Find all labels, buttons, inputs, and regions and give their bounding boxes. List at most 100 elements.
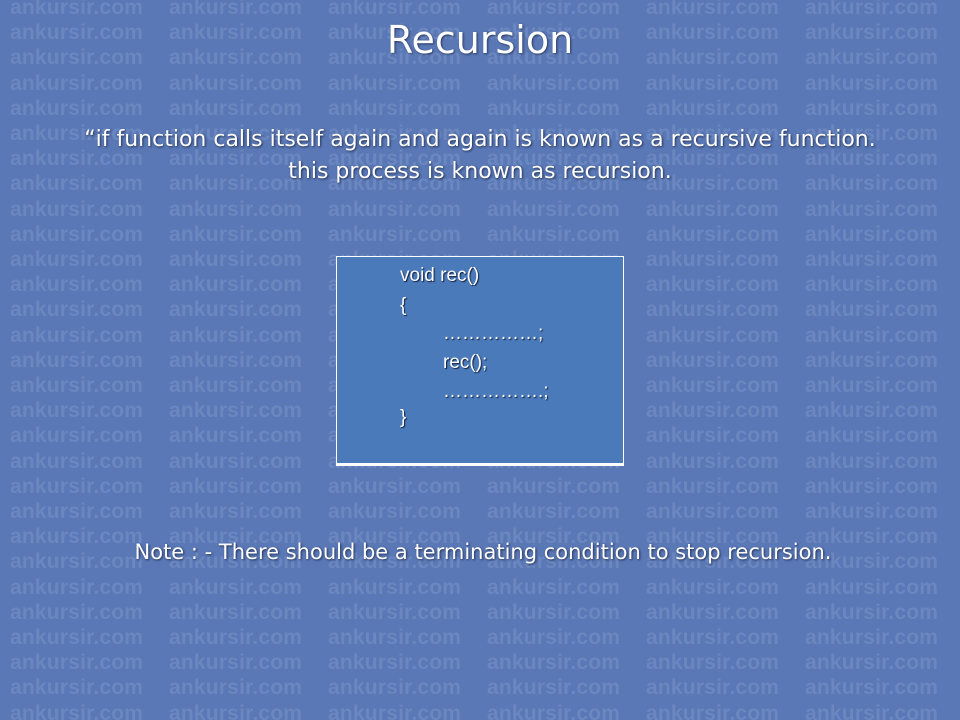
- watermark-text: ankursir.com: [10, 71, 144, 95]
- watermark-text: ankursir.com: [646, 424, 780, 448]
- watermark-text: ankursir.com: [169, 651, 303, 675]
- watermark-text: ankursir.com: [10, 197, 144, 221]
- code-line-after: …………….;: [443, 381, 549, 402]
- watermark-text: ankursir.com: [646, 71, 780, 95]
- watermark-text: ankursir.com: [328, 676, 462, 700]
- watermark-text: ankursir.com: [328, 701, 462, 720]
- code-open-brace: {: [400, 295, 407, 316]
- watermark-text: ankursir.com: [169, 0, 303, 19]
- watermark-text: ankursir.com: [805, 701, 939, 720]
- watermark-text: ankursir.com: [487, 474, 621, 498]
- watermark-text: ankursir.com: [10, 222, 144, 246]
- watermark-text: ankursir.com: [646, 248, 780, 271]
- watermark-text: ankursir.com: [328, 575, 462, 599]
- watermark-text: ankursir.com: [646, 197, 780, 221]
- watermark-text: ankursir.com: [805, 399, 939, 423]
- definition-text: “if function calls itself again and agai…: [0, 124, 960, 188]
- watermark-text: ankursir.com: [805, 500, 939, 523]
- watermark-text: ankursir.com: [169, 449, 303, 473]
- watermark-text: ankursir.com: [805, 424, 939, 448]
- watermark-text: ankursir.com: [169, 197, 303, 221]
- watermark-text: ankursir.com: [328, 71, 462, 95]
- watermark-text: ankursir.com: [805, 449, 939, 473]
- watermark-text: ankursir.com: [10, 374, 144, 397]
- watermark-text: ankursir.com: [169, 424, 303, 448]
- watermark-text: ankursir.com: [169, 399, 303, 423]
- watermark-text: ankursir.com: [805, 0, 939, 19]
- watermark-text: ankursir.com: [169, 298, 303, 322]
- watermark-text: ankursir.com: [805, 651, 939, 675]
- watermark-row: ankursir.com ankursir.com ankursir.com anku…: [0, 651, 954, 675]
- watermark-text: ankursir.com: [805, 298, 939, 322]
- watermark-text: ankursir.com: [328, 500, 462, 523]
- watermark-text: ankursir.com: [487, 575, 621, 599]
- watermark-row: ankursir.com ankursir.com ankursir.com anku…: [0, 626, 954, 650]
- watermark-text: ankursir.com: [646, 474, 780, 498]
- watermark-text: ankursir.com: [646, 500, 780, 523]
- watermark-text: ankursir.com: [169, 600, 303, 624]
- watermark-text: ankursir.com: [487, 600, 621, 624]
- code-signature: void rec(): [400, 265, 480, 286]
- watermark-text: ankursir.com: [646, 626, 780, 649]
- watermark-text: ankursir.com: [805, 96, 939, 120]
- watermark-text: ankursir.com: [328, 474, 462, 498]
- watermark-row: ankursir.com ankursir.com ankursir.com anku…: [0, 0, 954, 20]
- watermark-text: ankursir.com: [487, 71, 621, 95]
- watermark-row: ankursir.com ankursir.com ankursir.com anku…: [0, 576, 954, 600]
- watermark-text: ankursir.com: [805, 626, 939, 649]
- watermark-text: ankursir.com: [646, 348, 780, 372]
- watermark-text: ankursir.com: [646, 323, 780, 347]
- watermark-text: ankursir.com: [169, 222, 303, 246]
- watermark-text: ankursir.com: [10, 323, 144, 347]
- watermark-text: ankursir.com: [646, 600, 780, 624]
- watermark-text: ankursir.com: [169, 575, 303, 599]
- watermark-text: ankursir.com: [10, 626, 144, 649]
- watermark-text: ankursir.com: [805, 348, 939, 372]
- watermark-row: ankursir.com ankursir.com ankursir.com anku…: [0, 223, 954, 247]
- watermark-text: ankursir.com: [169, 348, 303, 372]
- watermark-text: ankursir.com: [10, 248, 144, 271]
- watermark-text: ankursir.com: [169, 626, 303, 649]
- watermark-text: ankursir.com: [10, 0, 144, 19]
- watermark-text: ankursir.com: [10, 651, 144, 675]
- watermark-text: ankursir.com: [646, 651, 780, 675]
- watermark-text: ankursir.com: [487, 0, 621, 19]
- watermark-text: ankursir.com: [328, 222, 462, 246]
- watermark-text: ankursir.com: [646, 222, 780, 246]
- watermark-text: ankursir.com: [487, 626, 621, 649]
- watermark-text: ankursir.com: [169, 374, 303, 397]
- watermark-text: ankursir.com: [646, 0, 780, 19]
- watermark-text: ankursir.com: [487, 197, 621, 221]
- code-recursive-call: rec();: [443, 352, 488, 373]
- watermark-text: ankursir.com: [169, 248, 303, 271]
- note-text: Note : - There should be a terminating c…: [134, 540, 832, 564]
- watermark-text: ankursir.com: [10, 449, 144, 473]
- watermark-text: ankursir.com: [646, 399, 780, 423]
- watermark-text: ankursir.com: [10, 348, 144, 372]
- watermark-text: ankursir.com: [646, 273, 780, 297]
- watermark-text: ankursir.com: [10, 273, 144, 297]
- watermark-text: ankursir.com: [805, 273, 939, 297]
- watermark-text: ankursir.com: [169, 71, 303, 95]
- watermark-text: ankursir.com: [328, 96, 462, 120]
- watermark-text: ankursir.com: [10, 701, 144, 720]
- watermark-text: ankursir.com: [487, 676, 621, 700]
- watermark-text: ankursir.com: [328, 651, 462, 675]
- watermark-text: ankursir.com: [328, 0, 462, 19]
- watermark-text: ankursir.com: [805, 71, 939, 95]
- watermark-text: ankursir.com: [328, 197, 462, 221]
- watermark-row: ankursir.com ankursir.com ankursir.com anku…: [0, 72, 954, 96]
- watermark-text: ankursir.com: [646, 374, 780, 397]
- watermark-row: ankursir.com ankursir.com ankursir.com anku…: [0, 475, 954, 499]
- watermark-text: ankursir.com: [805, 575, 939, 599]
- watermark-text: ankursir.com: [169, 474, 303, 498]
- watermark-text: ankursir.com: [646, 298, 780, 322]
- watermark-text: ankursir.com: [10, 424, 144, 448]
- watermark-text: ankursir.com: [646, 96, 780, 120]
- watermark-text: ankursir.com: [805, 676, 939, 700]
- code-line-before: ……………;: [443, 323, 544, 344]
